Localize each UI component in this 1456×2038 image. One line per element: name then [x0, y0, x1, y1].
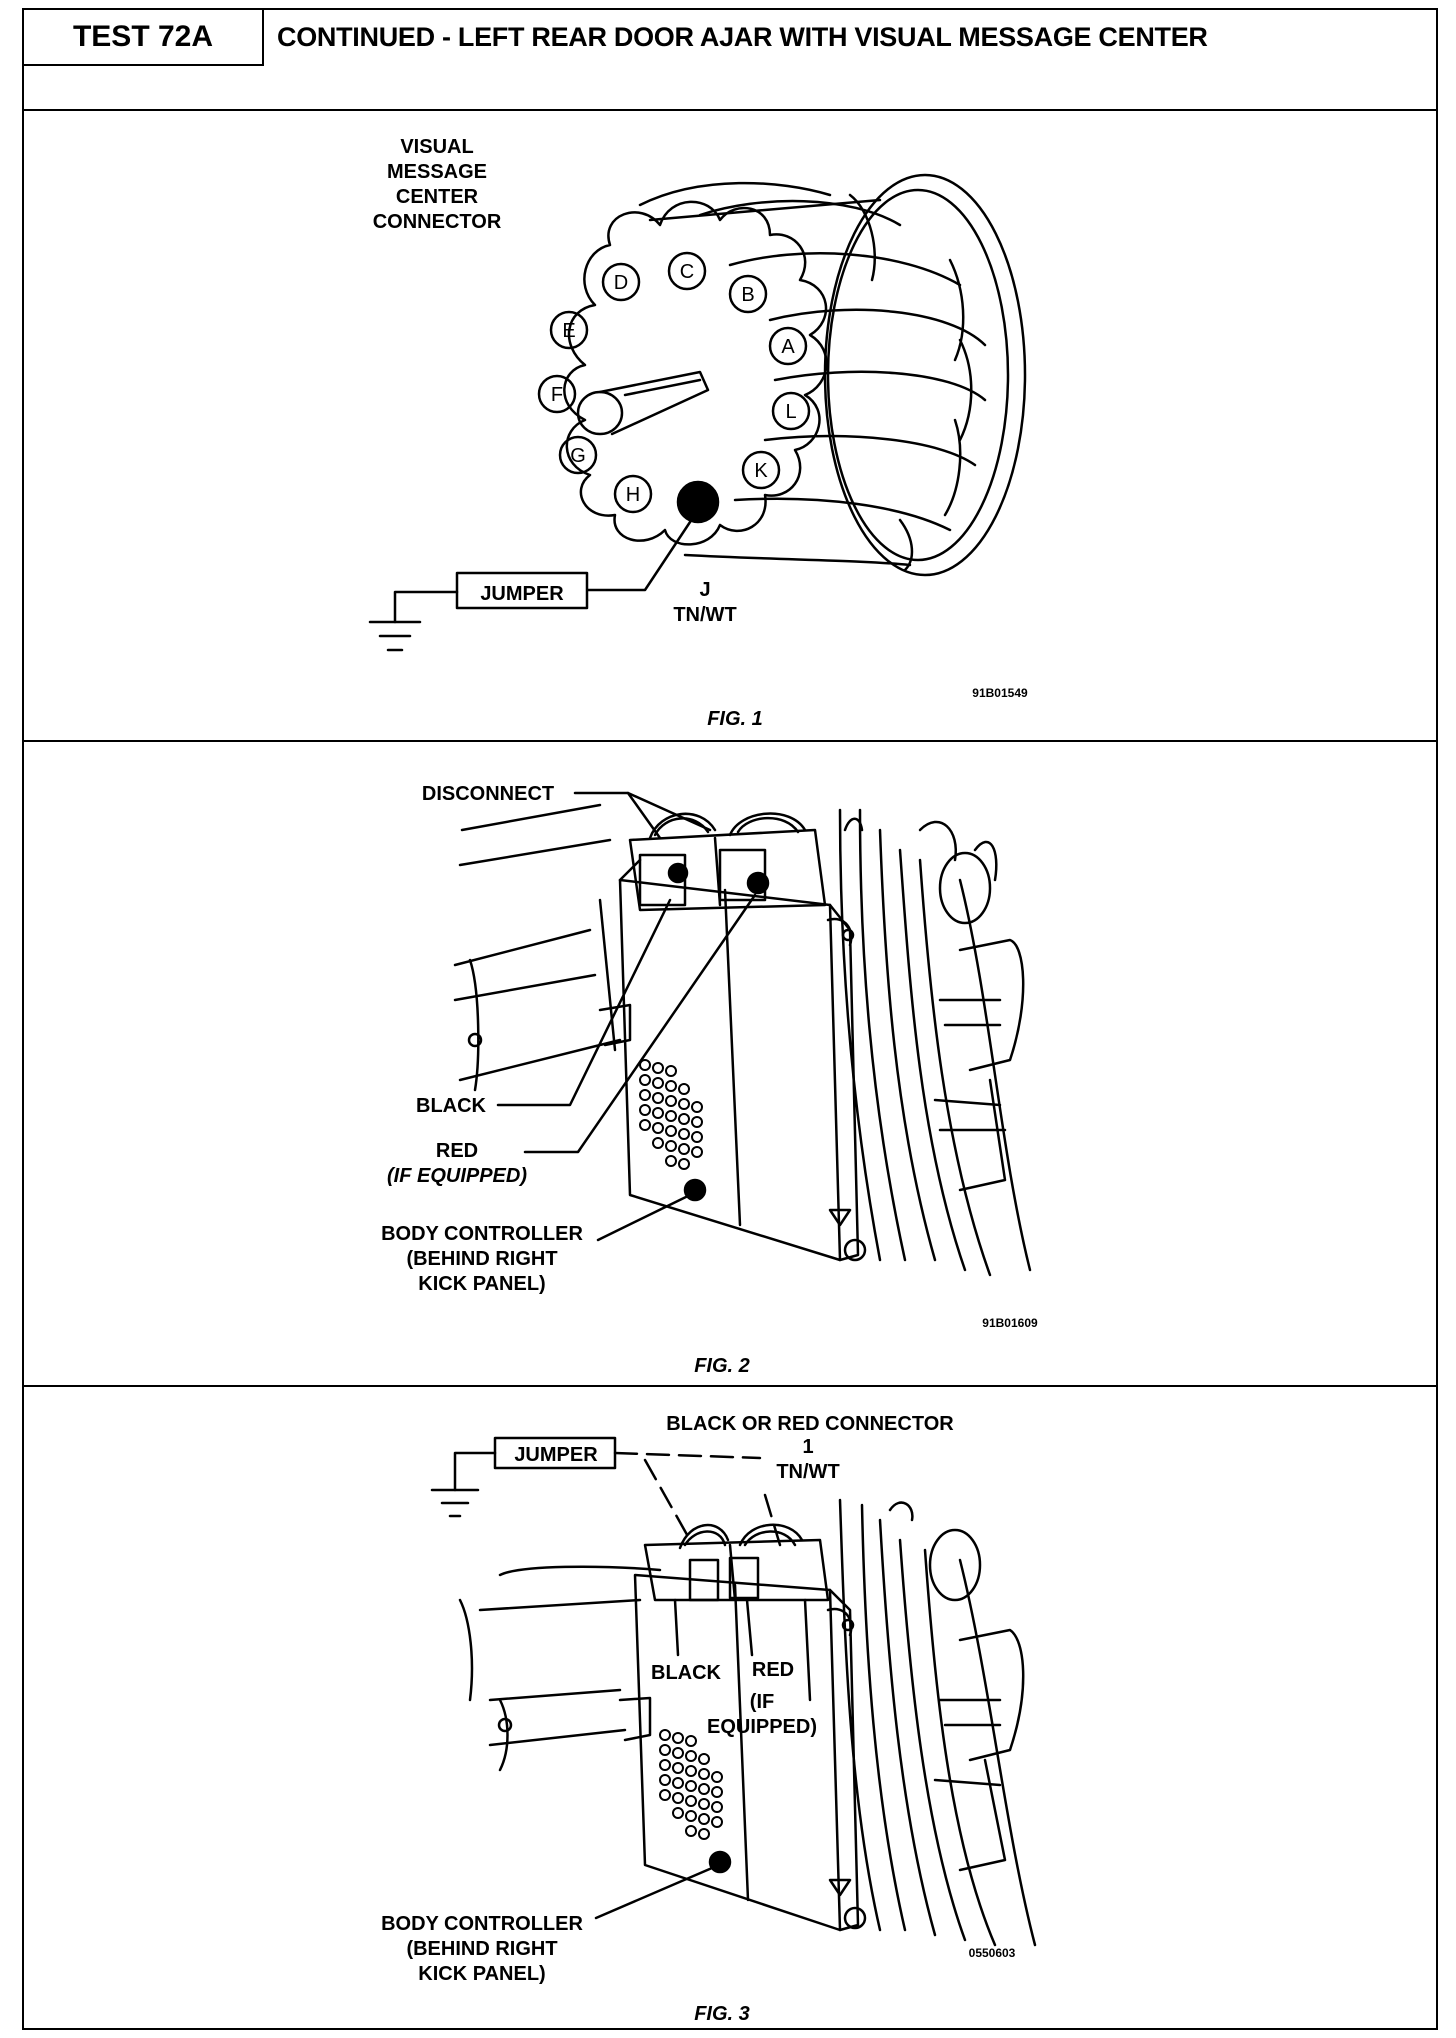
- fig1-pin-a-label: A: [781, 336, 795, 358]
- fig2-caption: FIG. 2: [694, 1355, 750, 1377]
- fig2-body-controller: [618, 812, 867, 1262]
- panel-divider-2: [24, 1385, 1436, 1387]
- fig1-diagram: D C B E A F L G K H VISUAL MESSAGE CENTE…: [368, 136, 1028, 730]
- fig3-controller-leader: [594, 1866, 714, 1920]
- fig3-red-note-1: (IF: [750, 1691, 774, 1713]
- fig3-code: 0550603: [969, 1946, 1016, 1960]
- fig1-connector-label-4: CONNECTOR: [373, 211, 502, 233]
- page-title: CONTINUED - LEFT REAR DOOR AJAR WITH VIS…: [277, 22, 1208, 52]
- fig2-red-note: (IF EQUIPPED): [387, 1165, 527, 1187]
- fig1-pin-e-label: E: [562, 320, 575, 342]
- panel-divider-1: [24, 740, 1436, 742]
- test-id-box: TEST 72A: [24, 10, 264, 66]
- fig1-pin-c: [667, 251, 707, 291]
- fig1-connector-face: [563, 200, 828, 546]
- fig2-red-label: RED: [436, 1140, 478, 1162]
- fig3-wire-label: TN/WT: [776, 1461, 839, 1483]
- fig3-diagram: JUMPER BLACK OR RED CONNECTOR 1 TN/WT BL…: [381, 1413, 1037, 2025]
- fig3-black-label: BLACK: [651, 1662, 722, 1684]
- fig1-pin-h-label: H: [626, 484, 640, 506]
- header-bar: TEST 72A CONTINUED - LEFT REAR DOOR AJAR…: [24, 10, 1436, 111]
- fig1-pin-c-label: C: [680, 261, 694, 283]
- fig3-red-note-2: EQUIPPED): [707, 1716, 817, 1738]
- fig3-red-label: RED: [752, 1659, 794, 1681]
- fig1-wire-label: TN/WT: [673, 604, 736, 626]
- fig1-pins: [537, 251, 811, 524]
- fig3-background-structure: [458, 1498, 1037, 1947]
- fig1-connector-label: VISUAL MESSAGE CENTER CONNECTOR: [373, 136, 502, 233]
- fig1-pin-g: [558, 435, 598, 475]
- fig1-pin-b: [728, 274, 768, 314]
- fig3-jumper-wiring: [430, 1436, 782, 1547]
- fig1-jumper-label: JUMPER: [480, 583, 564, 605]
- fig3-pin-label: 1: [802, 1436, 813, 1458]
- fig3-controller-label-2: (BEHIND RIGHT: [406, 1938, 557, 1960]
- fig3-controller-label-3: KICK PANEL): [418, 1963, 545, 1985]
- fig1-caption: FIG. 1: [707, 708, 763, 730]
- fig1-code: 91B01549: [972, 686, 1028, 700]
- fig2-code: 91B01609: [982, 1316, 1038, 1330]
- fig1-pin-j-label: J: [699, 579, 710, 601]
- fig2-black-label: BLACK: [416, 1095, 487, 1117]
- fig1-pin-f: [537, 374, 577, 414]
- fig2-disconnect-label: DISCONNECT: [422, 783, 554, 805]
- fig1-jumper-box: [455, 571, 589, 610]
- fig1-pin-b-label: B: [741, 284, 754, 306]
- fig1-pin-e: [549, 310, 589, 350]
- fig3-vent-holes: [659, 1729, 723, 1840]
- fig2-controller-label-2: (BEHIND RIGHT: [406, 1248, 557, 1270]
- fig3-connector-label: BLACK OR RED CONNECTOR: [666, 1413, 954, 1435]
- fig1-connector-body: [638, 173, 1027, 577]
- fig3-jumper-label: JUMPER: [514, 1444, 598, 1466]
- fig1-pin-j: [676, 480, 720, 524]
- fig2-leader-lines: [496, 791, 757, 1242]
- fig1-ground-icon: [368, 620, 422, 652]
- fig2-diagram: DISCONNECT BLACK RED (IF EQUIPPED) BODY …: [381, 783, 1038, 1377]
- fig1-center-key: [576, 370, 710, 436]
- page-frame: TEST 72A CONTINUED - LEFT REAR DOOR AJAR…: [22, 8, 1438, 2030]
- fig1-pin-l: [771, 391, 811, 431]
- fig1-pin-k: [741, 450, 781, 490]
- fig1-pin-d-label: D: [614, 272, 628, 294]
- fig1-pin-a: [768, 326, 808, 366]
- fig2-controller-label-3: KICK PANEL): [418, 1273, 545, 1295]
- fig1-pin-h: [613, 474, 653, 514]
- fig3-caption: FIG. 3: [694, 2003, 750, 2025]
- fig2-vent-holes: [639, 1059, 703, 1170]
- fig1-pin-d: [601, 262, 641, 302]
- fig1-pin-l-label: L: [785, 401, 796, 423]
- fig1-connector-label-2: MESSAGE: [387, 161, 487, 183]
- fig1-pin-k-label: K: [754, 460, 768, 482]
- fig1-pin-g-label: G: [570, 445, 586, 467]
- fig2-controller-label-1: BODY CONTROLLER: [381, 1223, 583, 1245]
- fig1-connector-label-3: CENTER: [396, 186, 479, 208]
- fig1-jumper-wiring: [368, 508, 700, 652]
- fig2-background-structure: [453, 803, 1032, 1277]
- fig3-controller-label-1: BODY CONTROLLER: [381, 1913, 583, 1935]
- fig3-body-controller: [633, 1523, 867, 1932]
- fig1-pin-f-label: F: [551, 384, 563, 406]
- fig1-connector-label-1: VISUAL: [400, 136, 473, 158]
- fig3-ground-icon: [430, 1488, 480, 1518]
